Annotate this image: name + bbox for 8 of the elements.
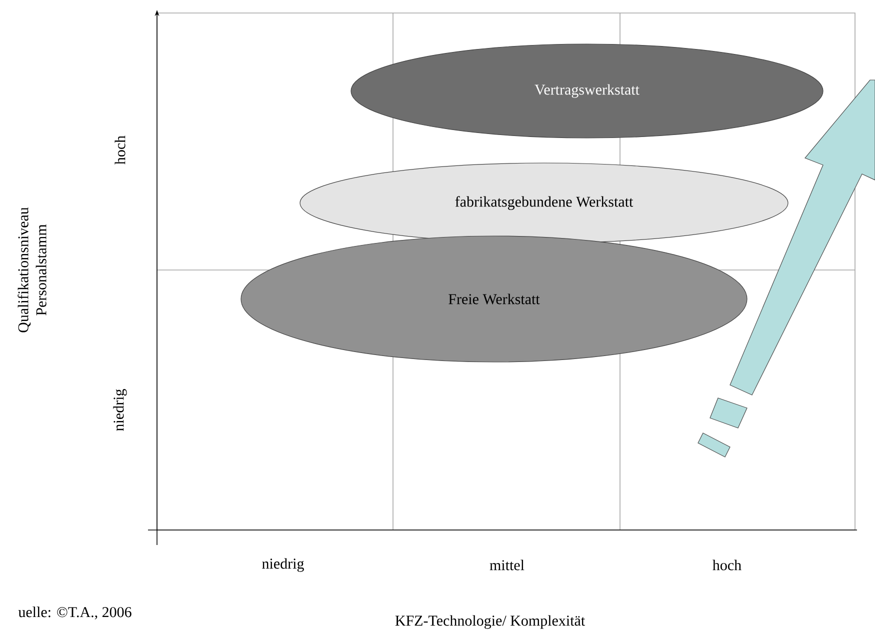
axis-tick-label: niedrig (262, 558, 304, 572)
axis-tick-label: niedrig (113, 389, 127, 431)
axis-tick-label: hoch (114, 136, 126, 164)
axis-title: KFZ-Technologie/ Komplexität (395, 615, 586, 629)
axis-title: Qualifikationsniveau Personalstamm (18, 207, 46, 332)
axis-tick-label: mittel (490, 560, 524, 570)
source-note: uelle: ©T.A., 2006 (18, 606, 132, 620)
axis-tick-label: hoch (712, 560, 742, 570)
